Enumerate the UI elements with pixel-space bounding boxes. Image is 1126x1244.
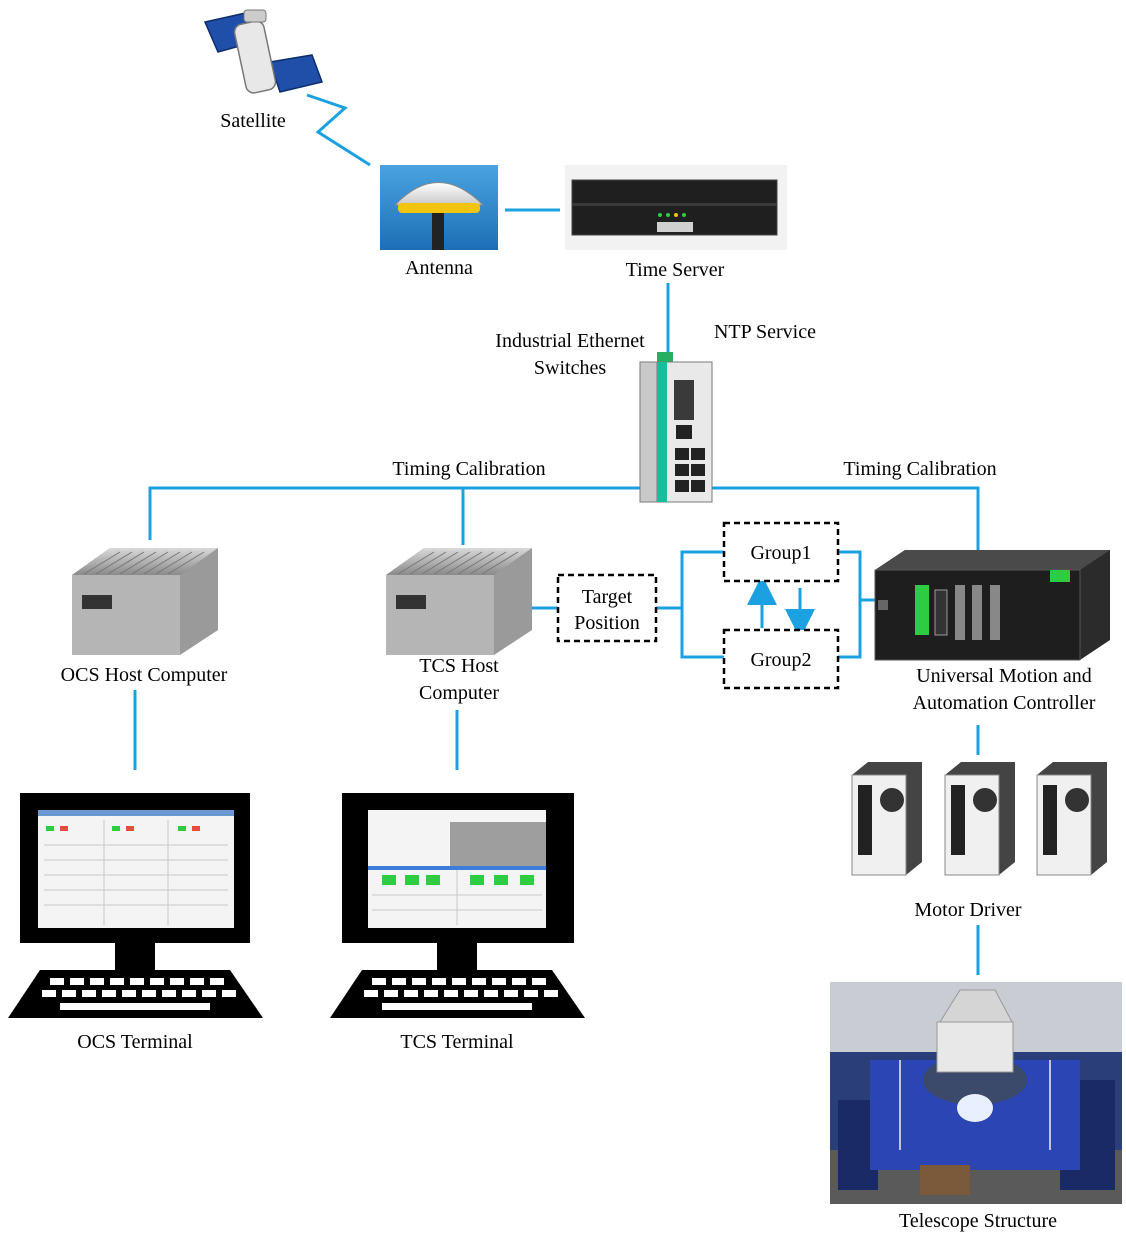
group2-label: Group2 — [750, 649, 811, 671]
timing-calibration-left-label: Timing Calibration — [392, 458, 545, 480]
tcs-terminal-label: TCS Terminal — [400, 1031, 514, 1053]
target-position-box — [556, 573, 658, 643]
group2-controller-link — [838, 600, 862, 659]
timing-bus — [148, 486, 980, 555]
satellite-icon — [203, 9, 323, 94]
tcs-host-label-line1: TCS Host — [419, 655, 499, 677]
target-group2-link — [680, 608, 724, 659]
antenna-icon — [380, 165, 498, 250]
tcs-terminal-icon — [330, 793, 585, 1018]
group1-box — [722, 521, 840, 583]
telescope-label: Telescope Structure — [899, 1210, 1057, 1232]
tcs-host-computer-icon — [386, 548, 532, 655]
motor-driver-label: Motor Driver — [914, 899, 1022, 921]
motion-controller-icon — [874, 550, 1110, 661]
group1-label: Group1 — [750, 542, 811, 564]
group1-controller-link — [838, 550, 878, 602]
ocs-terminal-icon — [8, 793, 263, 1018]
satellite-label: Satellite — [220, 110, 286, 132]
timing-calibration-right-label: Timing Calibration — [843, 458, 996, 480]
target-position-label-line2: Position — [574, 612, 640, 634]
target-position-label-line1: Target — [582, 586, 633, 608]
tcs-host-label-line2: Computer — [419, 682, 499, 704]
ntp-service-label: NTP Service — [714, 321, 816, 343]
controller-label-line2: Automation Controller — [913, 692, 1096, 714]
controller-label-line1: Universal Motion and — [916, 665, 1092, 687]
time-server-label: Time Server — [626, 259, 725, 281]
ethernet-switch-icon — [639, 352, 713, 503]
group2-box — [722, 628, 840, 690]
wireless-link — [306, 93, 371, 167]
ocs-host-label: OCS Host Computer — [61, 664, 228, 686]
switch-label-line1: Industrial Ethernet — [495, 330, 645, 352]
server-icon — [565, 165, 787, 250]
antenna-label: Antenna — [405, 257, 473, 279]
motor-driver-icon — [851, 762, 1107, 876]
ocs-terminal-label: OCS Terminal — [77, 1031, 193, 1053]
ocs-host-computer-icon — [72, 548, 218, 655]
switch-label-line2: Switches — [534, 357, 606, 379]
telescope-photo — [830, 982, 1122, 1204]
connection-wires — [133, 93, 980, 975]
target-group1-link — [656, 550, 724, 610]
